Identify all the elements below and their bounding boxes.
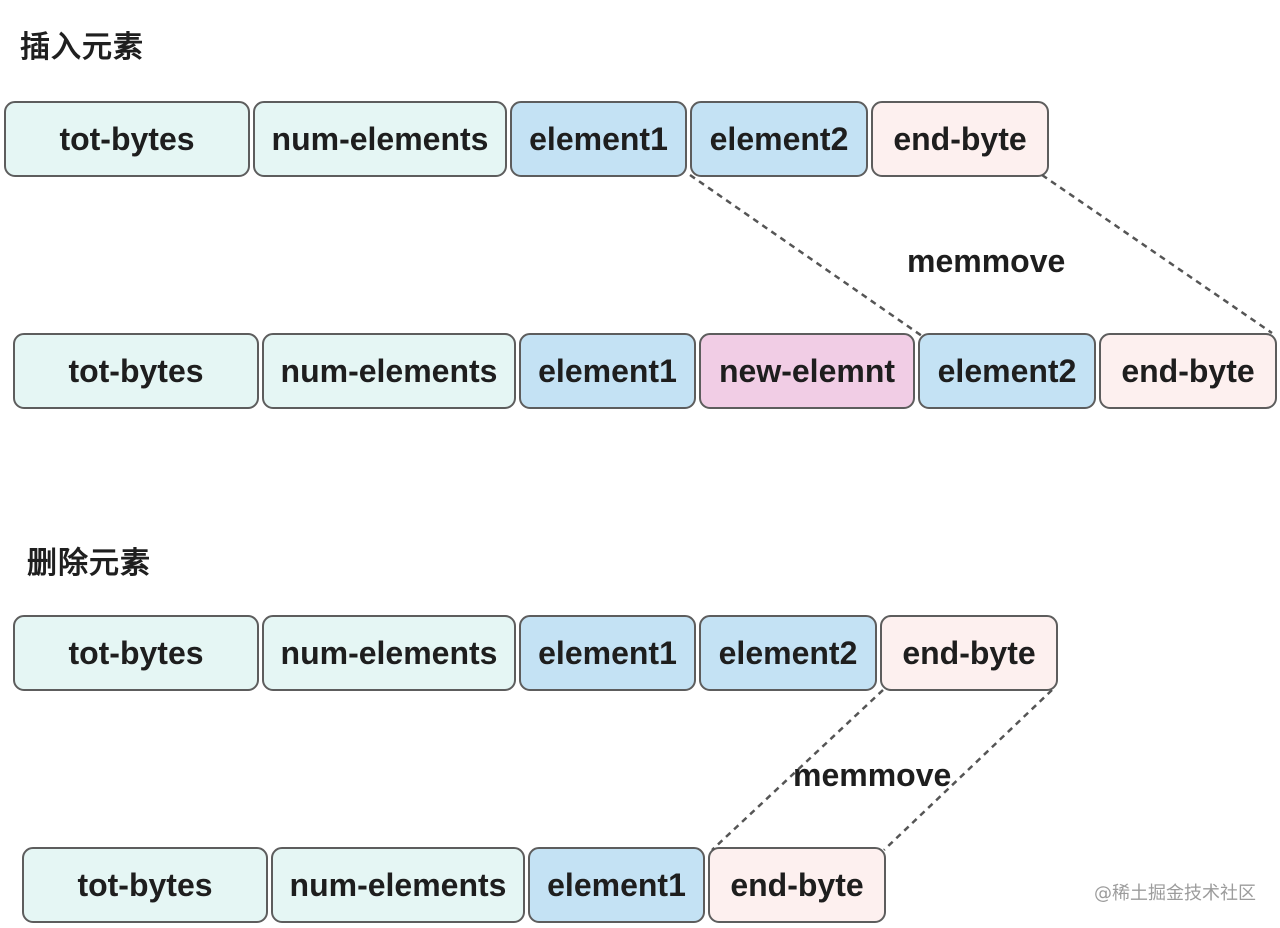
insert-after-new-element: new-elemnt: [699, 333, 915, 409]
insert-after-tot-bytes: tot-bytes: [13, 333, 259, 409]
delete-before-tot-bytes: tot-bytes: [13, 615, 259, 691]
insert-after-element1: element1: [519, 333, 696, 409]
insert-after-num-elements: num-elements: [262, 333, 516, 409]
delete-before-num-elements: num-elements: [262, 615, 516, 691]
insert-connector-right: [1041, 173, 1273, 335]
insert-before-tot-bytes: tot-bytes: [4, 101, 250, 177]
insert-before-element1: element1: [510, 101, 687, 177]
delete-connector-right: [883, 689, 1053, 851]
insert-before-num-elements: num-elements: [253, 101, 507, 177]
insert-after-element2: element2: [918, 333, 1096, 409]
delete-before-element2: element2: [699, 615, 877, 691]
delete-memmove-label: memmove: [793, 757, 952, 793]
delete-after-end-byte: end-byte: [708, 847, 886, 923]
watermark: @稀土掘金技术社区: [1094, 883, 1256, 904]
delete-after-element1: element1: [528, 847, 705, 923]
insert-memmove-label: memmove: [907, 243, 1066, 279]
insert-section-title: 插入元素: [20, 30, 144, 65]
delete-connector-left: [711, 689, 884, 851]
delete-section-title: 删除元素: [27, 546, 151, 581]
insert-before-element2: element2: [690, 101, 868, 177]
delete-before-element1: element1: [519, 615, 696, 691]
delete-after-tot-bytes: tot-bytes: [22, 847, 268, 923]
insert-connector-left: [689, 173, 923, 338]
delete-after-num-elements: num-elements: [271, 847, 525, 923]
insert-after-end-byte: end-byte: [1099, 333, 1277, 409]
insert-before-end-byte: end-byte: [871, 101, 1049, 177]
delete-before-end-byte: end-byte: [880, 615, 1058, 691]
